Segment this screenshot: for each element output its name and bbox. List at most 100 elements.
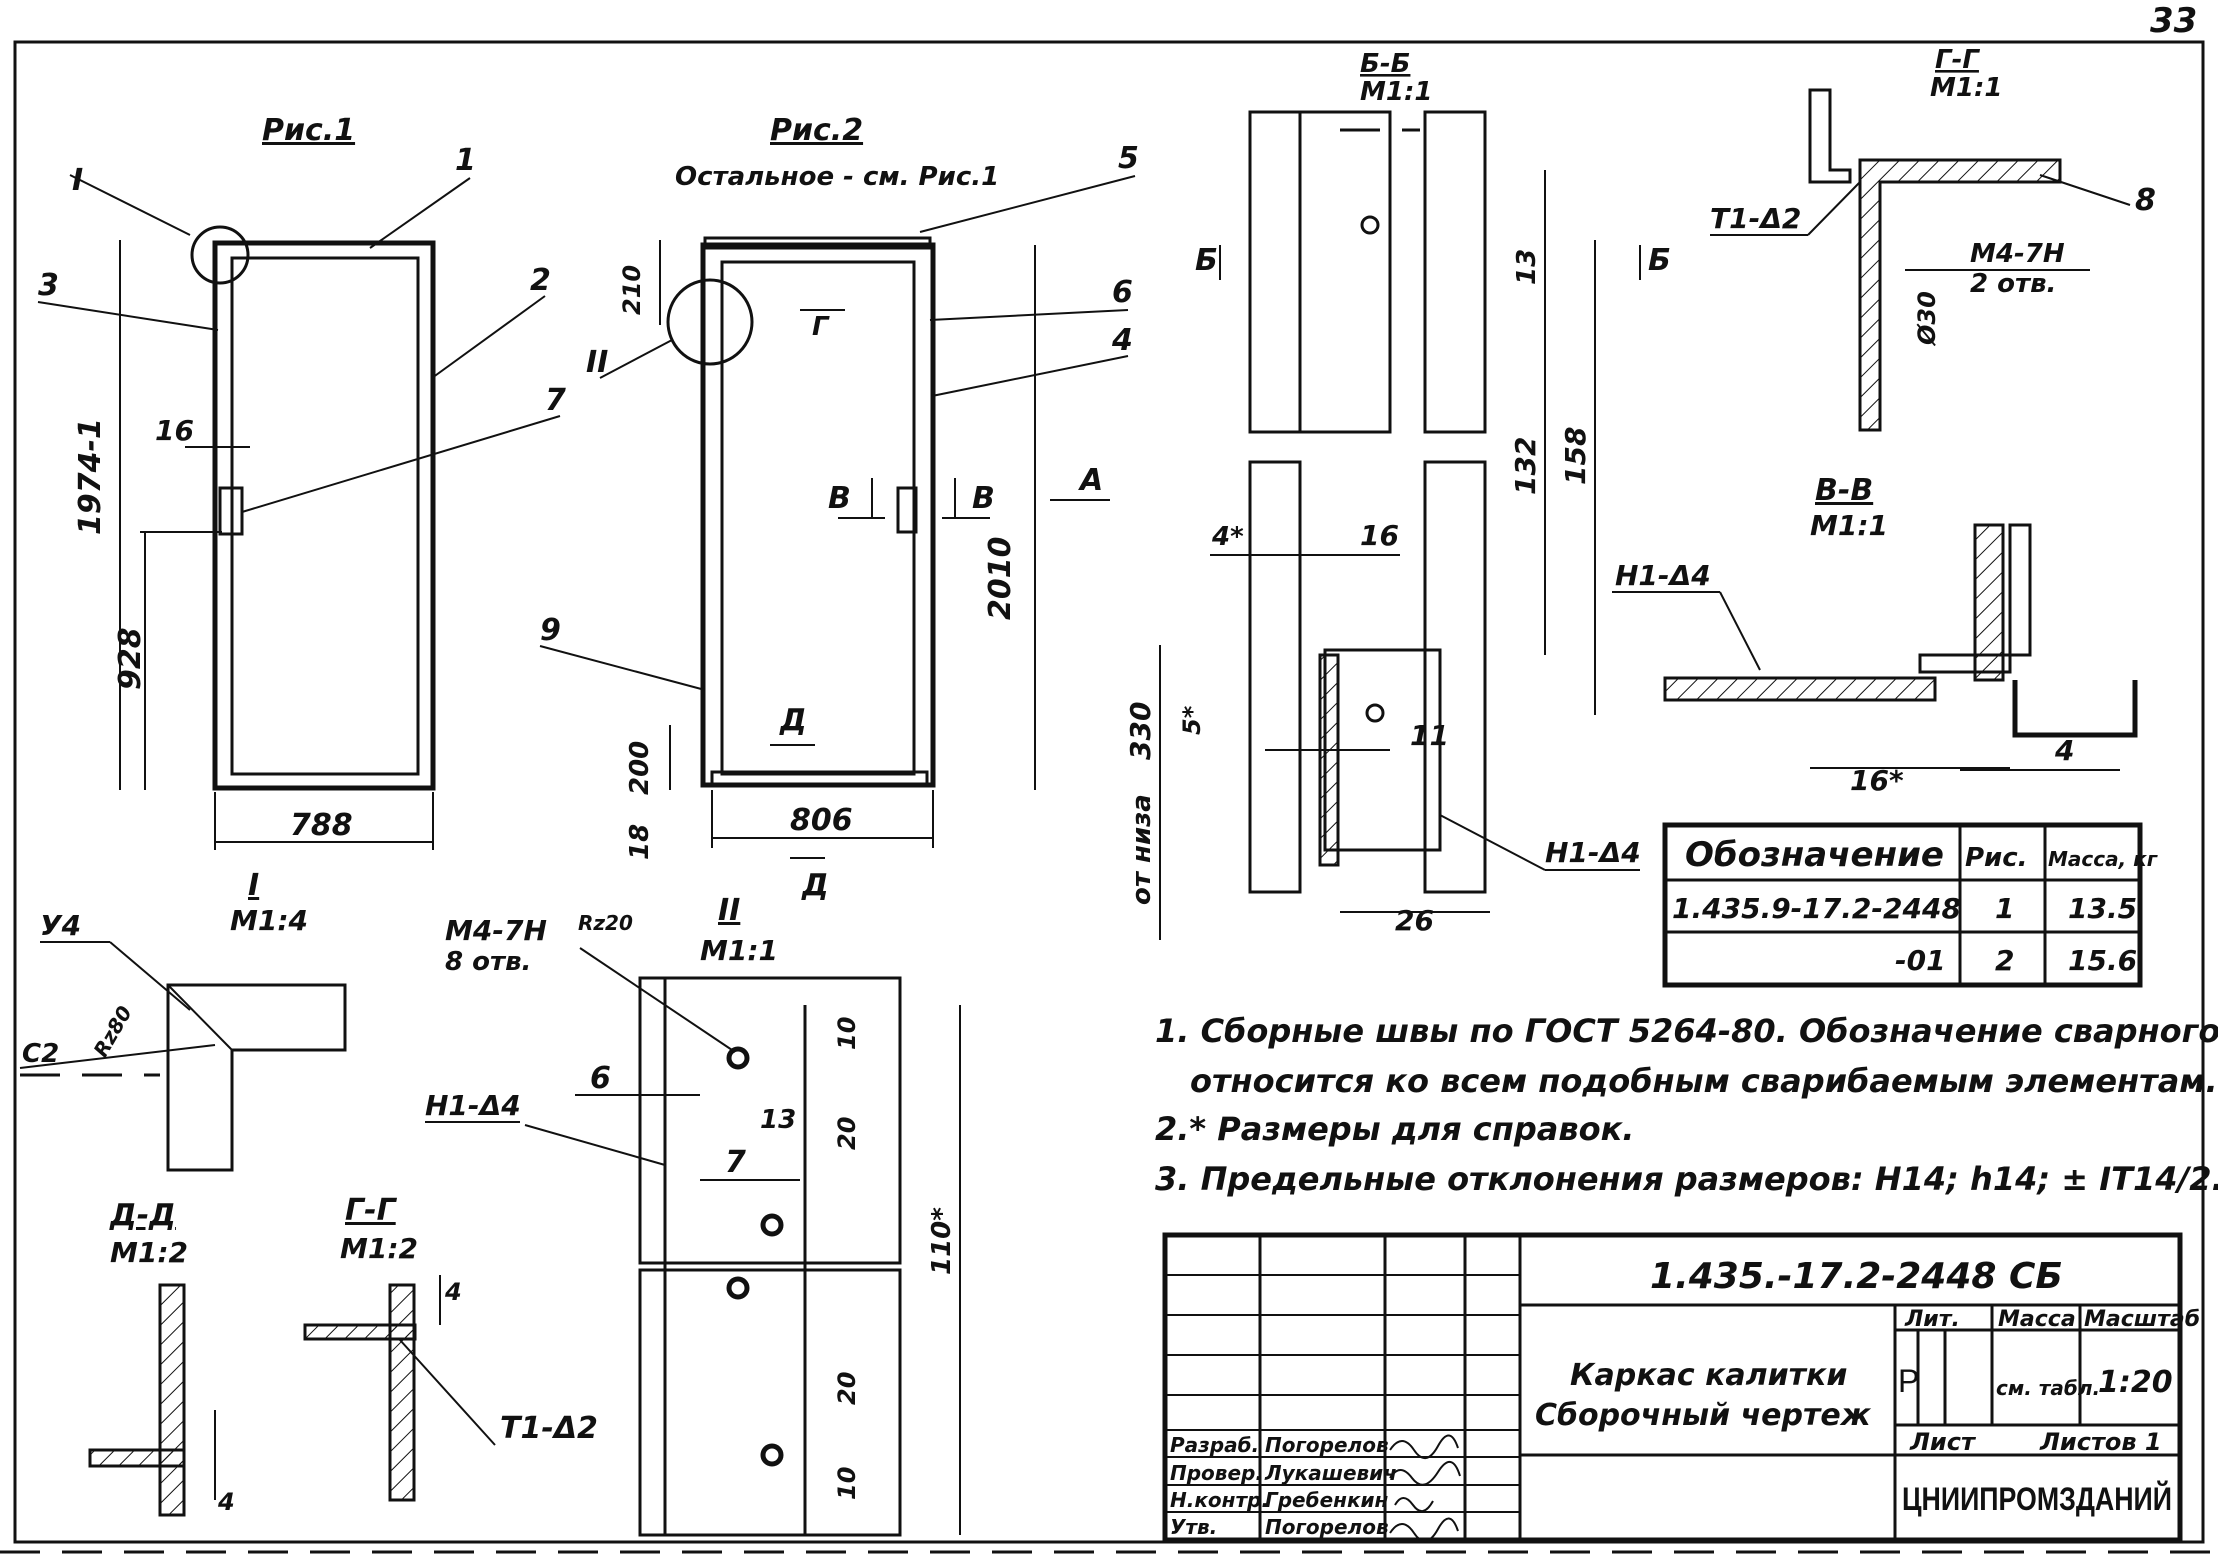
table-cell-1-2: 1 bbox=[1995, 892, 2014, 925]
view-ii-dim-20a: 20 bbox=[833, 1117, 861, 1150]
view-b-cut-right: Б bbox=[1648, 243, 1671, 278]
tb-signature-1 bbox=[1389, 1434, 1459, 1459]
view-b-hole-upper bbox=[1360, 215, 1380, 235]
view-d-d: Д-Д М1:2 4 bbox=[88, 1198, 235, 1517]
fig1-pos-1: 1 bbox=[455, 143, 476, 178]
view-dd-dim: 4 bbox=[217, 1488, 235, 1516]
fig2-view-a: А bbox=[1078, 463, 1103, 498]
fig1-dim-gap: 16 bbox=[155, 414, 194, 447]
view-b-upper-left-flange bbox=[1248, 110, 1302, 434]
fig1-title: Рис.1 bbox=[262, 113, 355, 148]
fig1-pos-2: 2 bbox=[530, 263, 551, 298]
note-1: 1. Сборные швы по ГОСТ 5264-80. Обозначе… bbox=[1155, 1012, 2218, 1050]
view-b-dim-132: 132 bbox=[1509, 437, 1542, 495]
view-b-weld: Н1-Δ4 bbox=[1545, 836, 1641, 869]
view-b-dim-5: 5* bbox=[1178, 705, 1206, 735]
fig2-callout-circle bbox=[666, 278, 754, 366]
technical-notes: 1. Сборные швы по ГОСТ 5264-80. Обозначе… bbox=[1155, 1012, 2218, 1198]
tb-signature-3 bbox=[1394, 1497, 1434, 1512]
fig2-title: Рис.2 bbox=[770, 113, 863, 148]
fig2-section-v2: В bbox=[972, 481, 995, 516]
fig2-pos-5: 5 bbox=[1118, 141, 1139, 176]
view-g-title: Г-Г bbox=[1935, 45, 1980, 75]
table-outline bbox=[1662, 822, 2143, 988]
view-b-dim-26: 26 bbox=[1395, 904, 1434, 937]
tb-signature-4 bbox=[1389, 1517, 1459, 1542]
tb-mass: см. табл. bbox=[1996, 1376, 2100, 1400]
fig2-pos-4: 4 bbox=[1111, 323, 1133, 358]
view-g-g-top: Г-Г М1:1 Т1-Δ2 8 М4-7Н 2 отв. Ø30 bbox=[1710, 45, 2156, 432]
fig1-pos-7: 7 bbox=[545, 383, 566, 418]
note-2: 2.* Размеры для справок. bbox=[1155, 1110, 1634, 1148]
view-b-weld-strip bbox=[1318, 653, 1340, 867]
title-block-outline bbox=[1162, 1232, 2183, 1543]
view-b-cut-left: Б bbox=[1195, 243, 1218, 278]
view-ii-title: II bbox=[718, 893, 740, 928]
view-gg-weld: Т1-Δ2 bbox=[500, 1411, 598, 1446]
view-ii-thread: М4-7Н bbox=[445, 914, 547, 947]
tb-sheets-label: Листов 1 bbox=[2039, 1428, 2162, 1456]
view-ii-rough: Rz20 bbox=[578, 911, 633, 935]
view-dd-flange bbox=[88, 1448, 186, 1468]
fig1-dim-from-bottom: 928 bbox=[113, 627, 148, 690]
fig2-section-g: Г bbox=[812, 312, 830, 342]
table-cell-2-3: 15.6 bbox=[2068, 944, 2137, 977]
view-b-dim-11: 11 bbox=[1410, 719, 1449, 752]
title-block: Разраб. Провер. Н.контр. Утв. Погорелов … bbox=[1162, 1232, 2200, 1543]
view-dd-web bbox=[158, 1283, 186, 1517]
view-i: I М1:4 У4 С2 Rz80 bbox=[19, 868, 347, 1172]
tb-scale-label: Масштаб bbox=[2084, 1307, 2200, 1332]
view-dd-title: Д-Д bbox=[109, 1198, 176, 1233]
fig2-pos-9: 9 bbox=[540, 613, 561, 648]
view-b-scale: М1:1 bbox=[1360, 77, 1432, 107]
tb-name-checker: Лукашевич bbox=[1264, 1461, 1397, 1485]
view-b-hole-lower bbox=[1365, 703, 1385, 723]
view-b-dim-330: 330 bbox=[1124, 702, 1157, 760]
page-number: 33 bbox=[2150, 1, 2197, 41]
tb-name-line2: Сборочный чертеж bbox=[1535, 1398, 1872, 1433]
table-cell-2-1: -01 bbox=[1895, 944, 1946, 977]
view-ii-qty: 8 отв. bbox=[445, 947, 531, 977]
fig1-dim-height: 1974-1 bbox=[73, 418, 108, 535]
tb-role-checker: Провер. bbox=[1170, 1461, 1263, 1485]
view-b-title: Б-Б bbox=[1360, 49, 1410, 79]
tb-name-developer: Погорелов bbox=[1265, 1433, 1389, 1457]
view-g-weld: Т1-Δ2 bbox=[1710, 202, 1801, 235]
fig2-dim-height: 2010 bbox=[983, 537, 1018, 621]
view-i-title: I bbox=[248, 868, 259, 903]
table-header-fig: Рис. bbox=[1965, 843, 2028, 873]
tb-sheet-label: Лист bbox=[1909, 1428, 1977, 1456]
view-gg-web bbox=[388, 1283, 416, 1502]
fig2-dim-bottom: 200 bbox=[625, 741, 655, 795]
tb-designation: 1.435.-17.2-2448 СБ bbox=[1650, 1256, 2063, 1297]
fig2-hinge-plate bbox=[896, 486, 918, 534]
fig2-dim-top: 210 bbox=[618, 265, 646, 315]
tb-name-approved: Погорелов bbox=[1265, 1515, 1389, 1539]
view-g-scale: М1:1 bbox=[1930, 73, 2002, 103]
view-ii-dim-110: 110* bbox=[927, 1207, 957, 1275]
view-ii-dim-10b: 10 bbox=[833, 1467, 861, 1500]
fig2-dim-width: 806 bbox=[790, 803, 853, 838]
note-3: 3. Предельные отклонения размеров: Н14; … bbox=[1155, 1160, 2218, 1198]
tb-role-developer: Разраб. bbox=[1170, 1433, 1259, 1457]
view-b-upper-bar bbox=[1423, 110, 1487, 434]
view-v-dim-16: 16* bbox=[1850, 764, 1904, 797]
tb-name-line1: Каркас калитки bbox=[1570, 1358, 1847, 1393]
view-g-angle bbox=[1808, 88, 1852, 184]
view-v-weld: Н1-Δ4 bbox=[1615, 559, 1711, 592]
fig2-section-d2: Д bbox=[801, 868, 829, 903]
view-gg-flange bbox=[303, 1323, 417, 1341]
view-v-scale: М1:1 bbox=[1810, 509, 1888, 542]
view-ii-hole-1 bbox=[726, 1046, 750, 1070]
view-ii-hole-3 bbox=[726, 1276, 750, 1300]
view-b-upper-plate bbox=[1298, 110, 1392, 434]
view-b-lower-bar bbox=[1423, 460, 1487, 894]
fig2-callout-label: II bbox=[586, 345, 608, 380]
view-g-g-bottom: Г-Г М1:2 4 Т1-Δ2 bbox=[303, 1193, 598, 1502]
fig1-callout-circle bbox=[190, 225, 250, 285]
view-ii-hole-4 bbox=[760, 1443, 784, 1467]
view-b-dim-4: 4* bbox=[1211, 522, 1244, 552]
view-v-v: В-В М1:1 Н1-Δ4 16* 4 bbox=[1612, 473, 2138, 797]
view-ii-upper-bar bbox=[638, 976, 902, 1265]
view-ii: II М1:1 М4-7Н 8 отв. Rz20 6 7 Н1-Δ4 10 2… bbox=[425, 893, 961, 1537]
